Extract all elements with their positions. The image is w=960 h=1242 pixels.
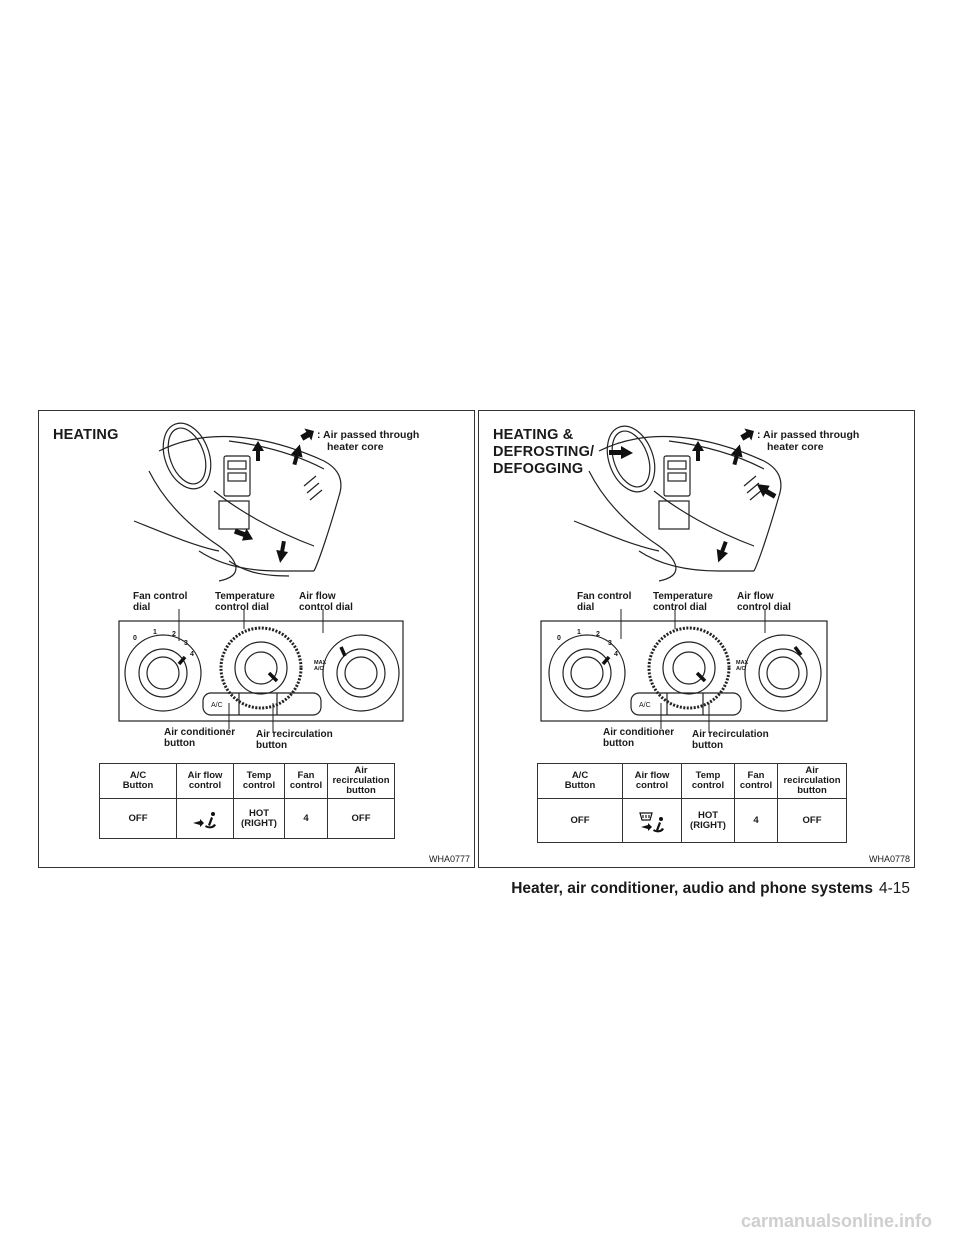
label-air-flow-control-dial: Air flow control dial [737,591,791,613]
cell-air-flow [176,798,234,839]
header-temp-control: Temp control [233,763,285,799]
fan-speed-0: 0 [133,635,137,642]
header-air-flow-control: Air flow control [622,763,682,799]
max-ac-marking: MAX A/C [736,660,749,672]
header-air-flow-control: Air flow control [176,763,234,799]
figure-code: WHA0778 [868,854,910,864]
fan-speed-0: 0 [557,635,561,642]
settings-table: A/C Button Air flow control Temp control… [99,763,395,839]
cell-temp: HOT (RIGHT) [681,798,735,843]
header-temp-control: Temp control [681,763,735,799]
header-fan-control: Fan control [284,763,328,799]
page-footer: Heater, air conditioner, audio and phone… [511,880,910,898]
table-header-row: A/C Button Air flow control Temp control… [537,763,847,799]
fan-speed-2: 2 [172,631,176,638]
cell-recirculation: OFF [777,798,847,843]
heater-arrow-icon [300,428,314,441]
label-air-flow-control-dial: Air flow control dial [299,591,353,613]
fan-speed-2: 2 [596,631,600,638]
label-air-recirculation-button: Air recirculation button [256,729,333,751]
table-row: OFF HOT (RIGHT) 4 OFF [99,798,395,839]
ac-button-label: A/C [639,702,651,709]
fan-speed-4: 4 [614,651,618,658]
fan-speed-1: 1 [153,629,157,636]
figure-heating-defrosting: HEATING & DEFROSTING/ DEFOGGING : Air pa… [478,410,915,868]
foot-vent-icon [193,812,216,829]
header-ac-button: A/C Button [537,763,623,799]
legend: : Air passed through heater core [740,428,860,453]
cell-fan: 4 [284,798,328,839]
dashboard-illustration [540,425,828,733]
fan-speed-3: 3 [184,640,188,647]
ac-button-label: A/C [211,702,223,709]
header-air-recirculation-button: Air recirculation button [327,763,395,799]
page-number: 4-15 [878,880,910,897]
settings-table: A/C Button Air flow control Temp control… [537,763,847,843]
cell-ac: OFF [537,798,623,843]
label-fan-control-dial: Fan control dial [577,591,632,613]
legend-line-1: : Air passed through [757,429,860,441]
cell-temp: HOT (RIGHT) [233,798,285,839]
label-temperature-control-dial: Temperature control dial [653,591,713,613]
label-air-recirculation-button: Air recirculation button [692,729,769,751]
header-air-recirculation-button: Air recirculation button [777,763,847,799]
figure-heating: HEATING : Air passed through heater core [38,410,475,868]
max-ac-marking: MAX A/C [314,660,327,672]
heater-arrow-icon [740,428,754,441]
figure-title: HEATING & DEFROSTING/ DEFOGGING [493,427,595,477]
cell-recirculation: OFF [327,798,395,839]
figure-title: HEATING [53,427,119,443]
legend: : Air passed through heater core [300,428,420,453]
label-air-conditioner-button: Air conditioner button [164,727,236,749]
defrost-foot-vent-icon [639,812,664,833]
cell-ac: OFF [99,798,177,839]
label-fan-control-dial: Fan control dial [133,591,188,613]
fan-speed-4: 4 [190,651,194,658]
table-header-row: A/C Button Air flow control Temp control… [99,763,395,799]
header-fan-control: Fan control [734,763,778,799]
fan-speed-1: 1 [577,629,581,636]
header-ac-button: A/C Button [99,763,177,799]
section-title: Heater, air conditioner, audio and phone… [511,880,873,897]
label-air-conditioner-button: Air conditioner button [603,727,675,749]
cell-air-flow [622,798,682,843]
legend-line-2: heater core [767,441,824,453]
dashboard-illustration [118,422,404,733]
figure-code: WHA0777 [428,854,470,864]
legend-line-2: heater core [327,441,384,453]
legend-line-1: : Air passed through [317,429,420,441]
label-temperature-control-dial: Temperature control dial [215,591,275,613]
cell-fan: 4 [734,798,778,843]
fan-speed-3: 3 [608,640,612,647]
table-row: OFF HOT (RIGHT) 4 OFF [537,798,847,843]
watermark: carmanualsonline.info [740,1211,932,1231]
